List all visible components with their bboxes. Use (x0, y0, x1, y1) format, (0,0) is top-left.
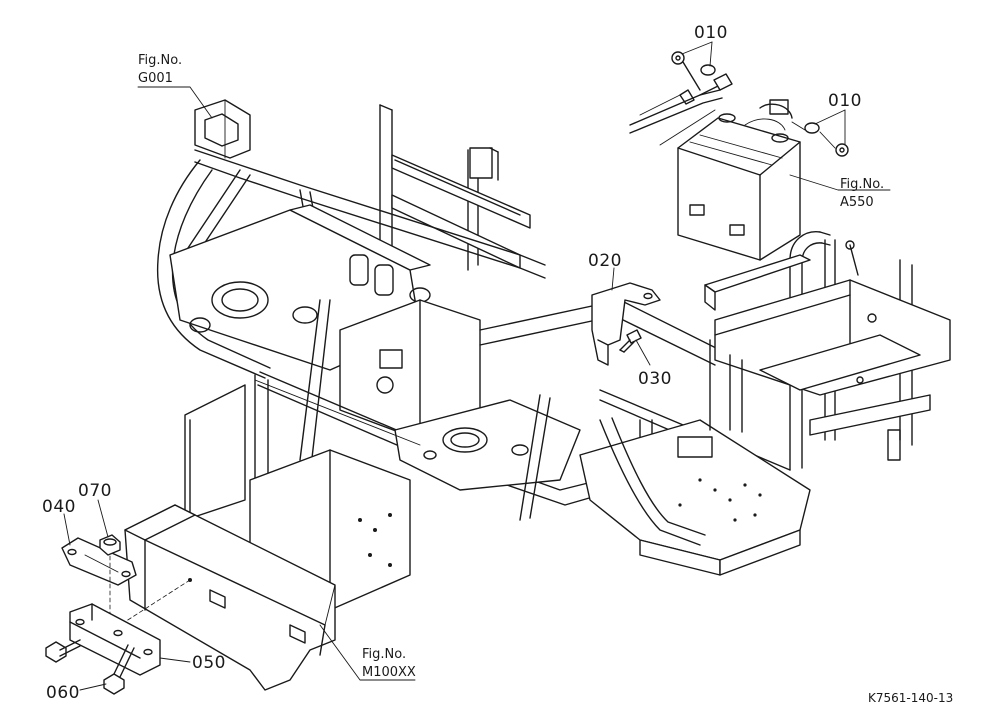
bracket-020 (591, 282, 661, 366)
figure-references: Fig.No. G001 Fig.No. A550 Fig.No. M100XX (138, 53, 884, 680)
main-frame-assembly (156, 149, 811, 611)
part-label-010-right: 010 (828, 91, 862, 111)
fig-ref-m100xx-line2: M100XX (362, 665, 416, 680)
fig-ref-m100xx-line1: Fig.No. (362, 647, 406, 662)
part-label-070: 070 (78, 481, 112, 501)
bracket-040 (61, 537, 137, 586)
fig-ref-g001-line1: Fig.No. (138, 53, 182, 68)
part-label-010-top: 010 (694, 23, 728, 43)
fig-ref-a550-line1: Fig.No. (840, 177, 884, 192)
front-bumper (119, 504, 336, 691)
rear-upright-frame (379, 104, 531, 271)
part-label-030: 030 (638, 369, 672, 389)
part-label-040: 040 (42, 497, 76, 517)
right-rear-frame (704, 231, 951, 471)
bolt-030 (619, 329, 642, 353)
battery-assembly (629, 51, 849, 261)
part-label-060: 060 (46, 683, 80, 703)
nut-070 (99, 534, 121, 621)
bolt-060 (45, 639, 135, 695)
part-label-020: 020 (588, 251, 622, 271)
plate-050 (69, 603, 161, 676)
leader-lines (63, 41, 891, 691)
g001-bracket (194, 99, 251, 159)
fig-ref-a550-line2: A550 (840, 195, 874, 210)
part-labels: 010 010 020 030 040 050 060 070 (42, 23, 862, 703)
part-label-050: 050 (192, 653, 226, 673)
fig-ref-g001-line2: G001 (138, 71, 173, 86)
drawing-id: K7561-140-13 (868, 691, 953, 705)
